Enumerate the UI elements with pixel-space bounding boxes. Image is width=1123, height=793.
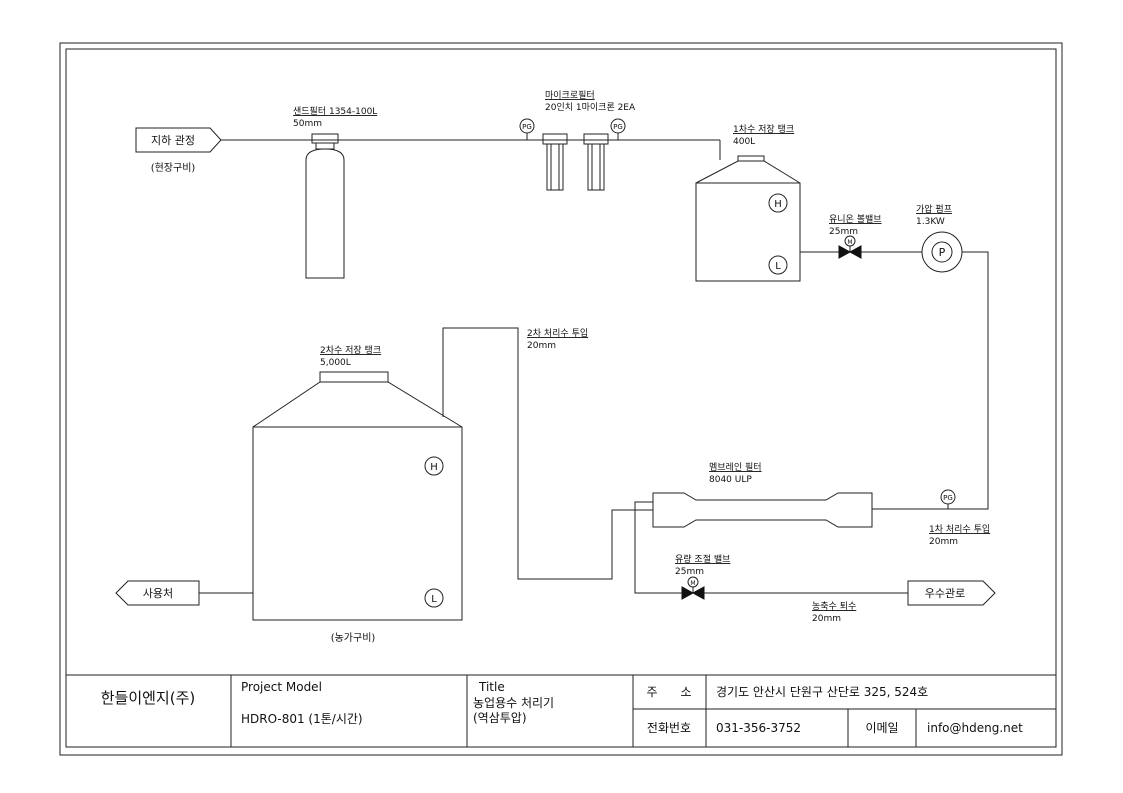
pressure-gauge-2-label: PG	[613, 123, 623, 131]
micro-filter-title: 마이크로필터	[545, 89, 595, 101]
sand-filter-size: 50mm	[293, 119, 322, 129]
outlet-label: 사용처	[143, 587, 173, 600]
title-value-line2: (역삼투압)	[473, 711, 527, 725]
inner-frame	[65, 48, 1057, 748]
tank1-vessel	[695, 155, 801, 282]
title-label: Title	[478, 680, 505, 694]
ball-valve-actuator: M	[847, 239, 852, 246]
tank2-title: 2차수 저장 탱크	[320, 344, 381, 356]
ball-valve-icon	[838, 235, 862, 259]
tank1-level-high: H	[774, 199, 782, 210]
outer-frame	[59, 42, 1063, 756]
drain-arrow-box	[907, 580, 996, 606]
phone-label: 전화번호	[647, 721, 691, 735]
tank2-vessel	[252, 371, 463, 621]
treated2-title: 2차 처리수 투입	[527, 327, 588, 339]
concentrate-size: 20mm	[812, 614, 841, 624]
tank2-level-high: H	[430, 462, 438, 473]
title-block	[66, 674, 1056, 747]
inlet-arrow-box	[135, 127, 222, 153]
flow-valve-actuator: M	[690, 580, 695, 587]
flow-valve-icon	[681, 576, 705, 600]
tank1-level-low: L	[775, 261, 781, 272]
tank2-level-low-icon	[424, 588, 444, 608]
inlet-note: (현장구비)	[151, 162, 196, 174]
treated1-size: 20mm	[929, 537, 958, 547]
tank1-level-low-icon	[768, 255, 788, 275]
membrane-vessel	[652, 492, 873, 528]
pump-title: 가압 펌프	[916, 203, 952, 215]
tank2-level-high-icon	[424, 456, 444, 476]
concentrate-pipe	[634, 501, 908, 594]
micro-filter-housing-2	[583, 133, 609, 191]
drain-label: 우수관로	[925, 587, 965, 600]
membrane-title: 멤브레인 필터	[709, 461, 762, 473]
tank2-capacity: 5,000L	[320, 358, 351, 368]
flow-valve-size: 25mm	[675, 567, 704, 577]
tank2-note: (농가구비)	[331, 632, 376, 644]
permeate-pipe	[442, 327, 653, 580]
pressure-gauge-3-label: PG	[943, 494, 953, 502]
sand-filter-title: 샌드필터 1354-100L	[293, 105, 377, 117]
tank1-capacity: 400L	[733, 137, 755, 147]
project-value: HDRO-801 (1톤/시간)	[241, 712, 363, 726]
pump-power: 1.3KW	[916, 217, 945, 227]
pressure-gauge-3-icon	[940, 489, 956, 505]
pump-rotor-icon	[931, 241, 953, 263]
membrane-model: 8040 ULP	[709, 475, 752, 485]
tank1-level-high-icon	[768, 193, 788, 213]
project-label: Project Model	[241, 680, 322, 694]
concentrate-title: 농축수 퇴수	[812, 601, 856, 612]
pressure-gauge-1-icon	[519, 118, 535, 134]
treated1-title: 1차 처리수 투입	[929, 523, 990, 535]
email-label: 이메일	[865, 721, 898, 735]
flow-valve-title: 유량 조절 밸브	[675, 553, 730, 565]
tank1-title: 1차수 저장 탱크	[733, 123, 794, 135]
title-value-line1: 농업용수 처리기	[473, 696, 554, 710]
tank2-level-low: L	[431, 594, 437, 605]
pump-discharge-pipe	[872, 251, 989, 510]
sand-filter-vessel	[305, 133, 345, 279]
email-value: info@hdeng.net	[927, 721, 1023, 735]
address-value: 경기도 안산시 단원구 산단로 325, 524호	[716, 685, 928, 699]
pump-symbol: P	[939, 246, 946, 259]
phone-value: 031-356-3752	[716, 721, 801, 735]
micro-filter-spec: 20인치 1마이크론 2EA	[545, 101, 636, 113]
treated2-size: 20mm	[527, 341, 556, 351]
company-name: 한들이엔지(주)	[101, 689, 196, 707]
ball-valve-title: 유니온 볼밸브	[829, 214, 882, 225]
pressure-gauge-2-icon	[610, 118, 626, 134]
address-label: 주 소	[647, 685, 692, 699]
micro-filter-housing-1	[542, 133, 568, 191]
pressure-gauge-1-label: PG	[522, 123, 532, 131]
ball-valve-size: 25mm	[829, 227, 858, 237]
outlet-arrow-box	[115, 580, 200, 606]
inlet-label: 지하 관정	[151, 133, 195, 147]
